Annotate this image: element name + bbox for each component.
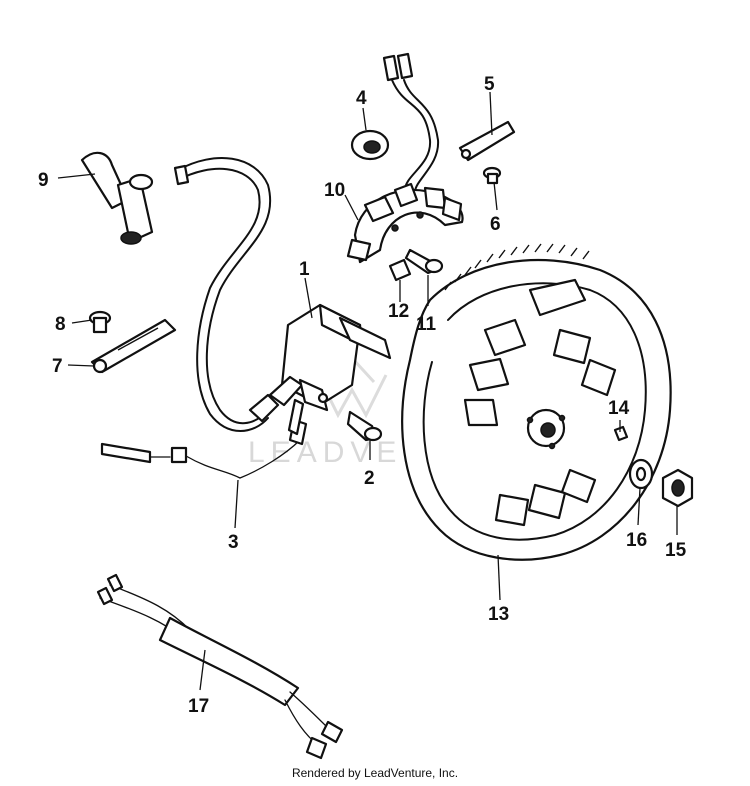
part-flywheel (401, 243, 672, 561)
part-dowel-pin (388, 258, 412, 282)
part-bracket (458, 120, 516, 162)
part-grommet (350, 129, 390, 161)
part-stator-screw (404, 248, 444, 275)
callout-7: 7 (52, 356, 63, 377)
callouts: 1 2 3 4 5 6 7 8 9 10 11 12 13 14 15 16 1… (38, 74, 687, 717)
callout-4: 4 (356, 88, 367, 109)
part-wire-harness (96, 573, 344, 760)
part-bracket-screw (482, 166, 502, 185)
callout-9: 9 (38, 170, 49, 191)
callout-17: 17 (188, 696, 209, 717)
callout-12: 12 (388, 301, 409, 322)
footer-credit: Rendered by LeadVenture, Inc. (291, 766, 459, 780)
callout-10: 10 (324, 180, 345, 201)
leader-lines (57, 91, 678, 691)
callout-16: 16 (626, 530, 647, 551)
callout-2: 2 (364, 468, 375, 489)
callout-11: 11 (416, 314, 437, 335)
part-stator (346, 52, 464, 264)
part-nut (661, 468, 694, 508)
part-spark-plug-cap (80, 151, 154, 245)
callout-8: 8 (55, 314, 66, 335)
part-washer (628, 458, 654, 490)
callout-13: 13 (488, 604, 509, 625)
part-ht-lead (173, 157, 271, 432)
callout-1: 1 (299, 259, 310, 280)
callout-15: 15 (665, 540, 687, 561)
callout-3: 3 (228, 532, 239, 553)
callout-5: 5 (484, 74, 495, 95)
callout-14: 14 (608, 398, 630, 419)
part-ignition-coil (248, 303, 392, 436)
part-coil-screw (346, 410, 383, 442)
part-strap-screw (88, 310, 112, 334)
part-ground-strap (90, 318, 177, 374)
callout-6: 6 (490, 214, 501, 235)
